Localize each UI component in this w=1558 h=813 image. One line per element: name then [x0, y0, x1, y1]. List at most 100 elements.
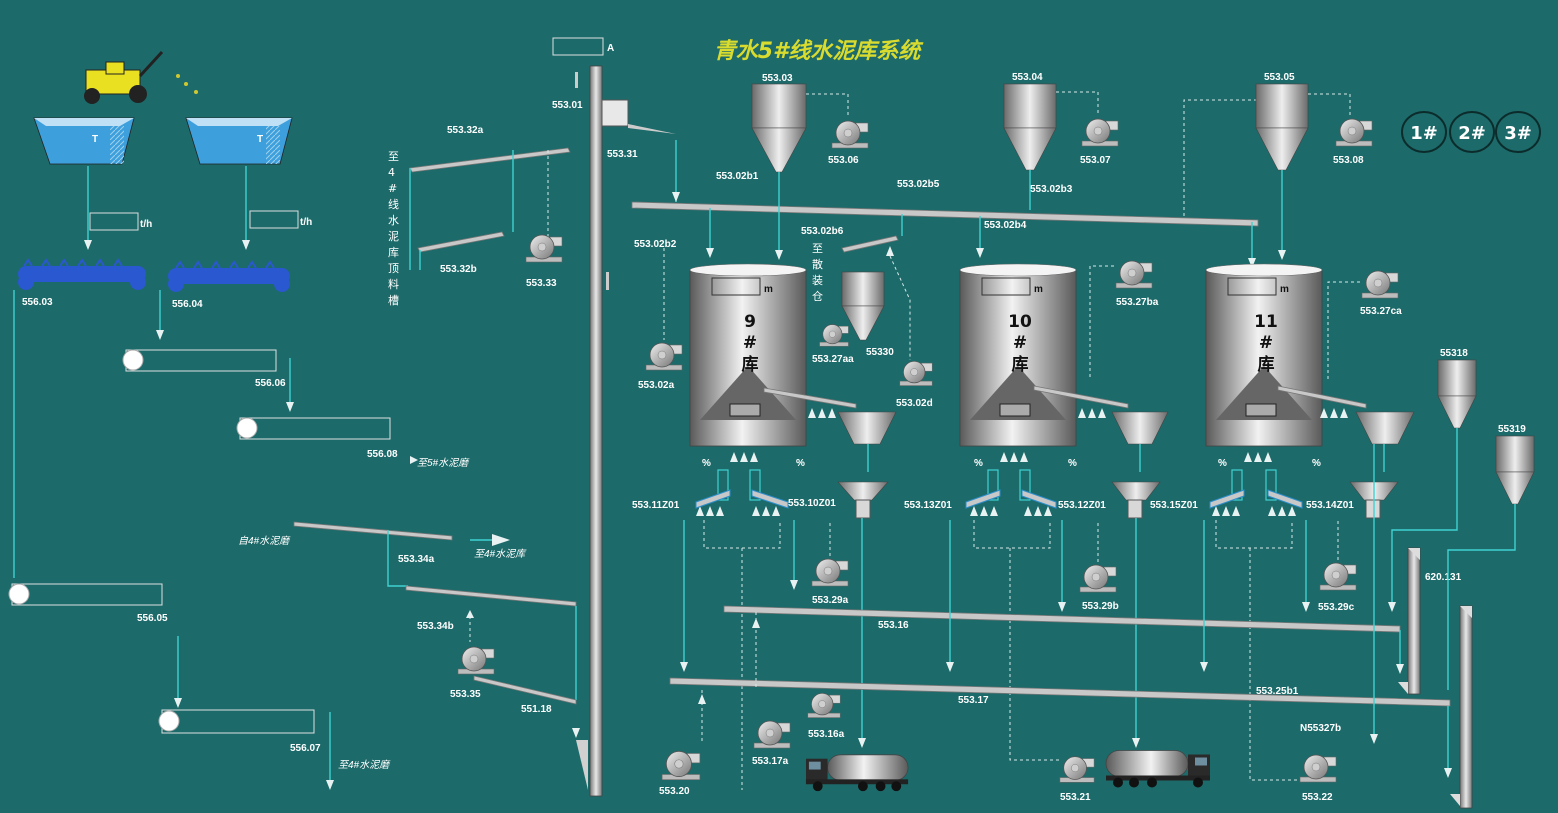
svg-text:库: 库 [388, 246, 399, 259]
svg-text:#: # [743, 333, 757, 353]
belt-feeder-556-03[interactable] [18, 260, 146, 290]
hopper-1[interactable]: T [34, 118, 134, 164]
fan-553-35[interactable] [458, 647, 494, 674]
tag-553-02b4: 553.02b4 [984, 220, 1027, 231]
fan-553-06[interactable] [832, 121, 868, 148]
tag-553-04: 553.04 [1012, 72, 1043, 83]
hopper-2[interactable]: T [186, 118, 292, 164]
tag-553-16a: 553.16a [808, 729, 845, 740]
svg-text:库: 库 [742, 354, 759, 375]
tag-553-34b: 553.34b [417, 621, 454, 632]
button-1[interactable]: 1# [1402, 112, 1446, 152]
svg-text:%: % [702, 458, 711, 469]
svg-text:T: T [257, 134, 263, 145]
airslide-553-34b-top[interactable] [406, 586, 576, 606]
tag-553-01: 553.01 [552, 100, 583, 111]
silo-10[interactable]: m 10 # 库 [960, 264, 1076, 446]
fan-553-27ca[interactable] [1362, 271, 1398, 298]
svg-text:至: 至 [812, 242, 823, 255]
svg-text:泥: 泥 [388, 230, 399, 243]
belt-conveyor-556-07[interactable] [159, 710, 314, 733]
hopper-55319[interactable] [1496, 436, 1534, 504]
tag-553-33: 553.33 [526, 278, 557, 289]
airslide-553-17[interactable] [670, 678, 1450, 706]
svg-text:#: # [1013, 333, 1027, 353]
tag-55318: 55318 [1440, 348, 1468, 359]
tag-553-10z01: 553.10Z01 [788, 498, 836, 509]
svg-text:10: 10 [1008, 312, 1032, 332]
tag-553-07: 553.07 [1080, 155, 1111, 166]
tag-n55327b: N55327b [1300, 723, 1341, 734]
fan-553-29a[interactable] [812, 559, 848, 586]
scale-1-readout[interactable] [90, 213, 138, 230]
svg-text:槽: 槽 [388, 294, 399, 307]
loader-icon [84, 52, 198, 104]
current-indicator-box[interactable] [553, 38, 603, 55]
tag-553-27aa: 553.27aa [812, 354, 854, 365]
tag-553-03: 553.03 [762, 73, 793, 84]
airslide-553-02b5[interactable] [632, 202, 1258, 226]
belt-feeder-556-04[interactable] [168, 262, 290, 292]
airslide-553-32a[interactable] [410, 148, 570, 172]
airslide-551-18[interactable] [474, 676, 576, 704]
label-to-line4-silo-top: 至 4 # 线 水 泥 库 顶 料 槽 [388, 150, 399, 307]
airslide-553-34a[interactable] [294, 522, 452, 540]
tag-553-34a: 553.34a [398, 554, 435, 565]
svg-text:散: 散 [812, 257, 823, 271]
tag-553-17: 553.17 [958, 695, 989, 706]
svg-text:1#: 1# [1410, 123, 1438, 144]
belt-conveyor-556-05[interactable] [9, 584, 162, 605]
svg-text:料: 料 [388, 277, 399, 291]
svg-text:3#: 3# [1504, 123, 1532, 144]
bulk-truck-2 [1106, 751, 1210, 788]
button-3[interactable]: 3# [1496, 112, 1540, 152]
fan-553-21[interactable] [1060, 757, 1094, 783]
dust-collector-553-03[interactable] [752, 84, 806, 172]
tag-553-02b3: 553.02b3 [1030, 184, 1073, 195]
elevator-620-131[interactable] [1408, 548, 1420, 694]
silo-9[interactable]: m 9 # 库 [690, 264, 806, 446]
svg-text:4: 4 [388, 166, 395, 179]
fan-553-27ba[interactable] [1116, 261, 1152, 288]
fan-553-07[interactable] [1082, 119, 1118, 146]
tag-556-06: 556.06 [255, 378, 286, 389]
fan-553-29b[interactable] [1080, 565, 1116, 592]
screen-title: 青水5#线水泥库系统 [714, 38, 925, 64]
current-unit: A [607, 43, 614, 54]
elevator-right[interactable] [1460, 606, 1472, 808]
svg-text:装: 装 [812, 274, 823, 287]
fan-553-27aa[interactable] [820, 325, 849, 347]
belt-conveyor-556-06[interactable] [123, 350, 276, 371]
tag-556-07: 556.07 [290, 743, 321, 754]
fan-553-08[interactable] [1336, 119, 1372, 146]
tag-551-18: 551.18 [521, 704, 552, 715]
silo-11[interactable]: m 11 # 库 [1206, 264, 1322, 446]
hopper-55318[interactable] [1438, 360, 1476, 428]
fan-553-20[interactable] [662, 751, 700, 779]
button-2[interactable]: 2# [1450, 112, 1494, 152]
scale-2-readout[interactable] [250, 211, 298, 228]
belt-conveyor-556-08[interactable] [237, 418, 390, 439]
airslide-553-32b[interactable] [418, 232, 504, 252]
dust-collector-553-05[interactable] [1256, 84, 1308, 170]
fan-553-02a[interactable] [646, 343, 682, 370]
fan-553-22[interactable] [1300, 755, 1336, 782]
svg-text:至: 至 [388, 150, 399, 163]
fan-553-02d[interactable] [900, 361, 932, 385]
bucket-elevator[interactable] [590, 66, 602, 796]
tag-553-32b: 553.32b [440, 264, 477, 275]
fan-553-29c[interactable] [1320, 563, 1356, 590]
fan-553-33[interactable] [526, 235, 562, 262]
svg-text:%: % [1218, 458, 1227, 469]
svg-text:m: m [1034, 284, 1043, 295]
dust-collector-553-04[interactable] [1004, 84, 1056, 170]
tag-553-31: 553.31 [607, 149, 638, 160]
elevator-head [602, 100, 628, 126]
label-to-4-mill: 至4#水泥磨 [338, 759, 391, 771]
svg-text:仓: 仓 [812, 289, 823, 303]
fan-553-17a[interactable] [754, 721, 790, 748]
discharge-slides[interactable] [696, 490, 1302, 508]
fan-553-16a[interactable] [808, 693, 840, 717]
